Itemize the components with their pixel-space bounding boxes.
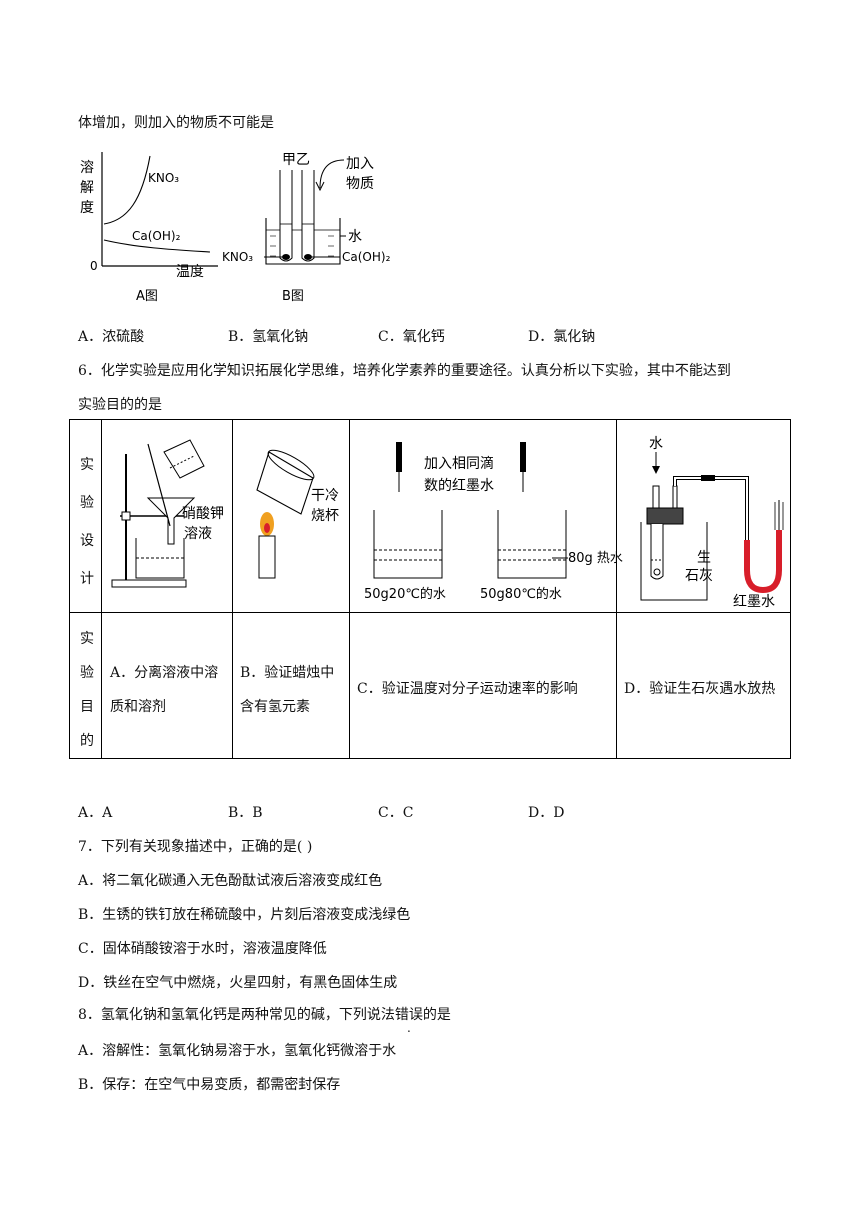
q6-option-c[interactable]: C．C bbox=[378, 805, 414, 821]
y-axis-label-2: 解 bbox=[80, 180, 94, 196]
purpose-a-line2: 质和溶剂 bbox=[110, 699, 166, 715]
q5-figure-a-solubility-chart: 溶 解 度 0 温度 KNO₃ Ca(OH)₂ A图 bbox=[80, 152, 218, 304]
tube-yi bbox=[301, 170, 315, 262]
design-d-lime-label-1: 生 bbox=[697, 550, 711, 566]
add-substance-arrow bbox=[319, 159, 345, 189]
q6-stem-line2: 实验目的的是 bbox=[78, 397, 162, 413]
x-axis-label: 温度 bbox=[176, 264, 204, 280]
design-b-label-1: 干冷 bbox=[311, 488, 339, 504]
q6-option-b[interactable]: B．B bbox=[228, 805, 263, 821]
q8-stem: 8．氢氧化钠和氢氧化钙是两种常见的碱，下列说法错误的是 bbox=[78, 1004, 451, 1024]
row1-head-2: 验 bbox=[80, 495, 94, 511]
design-a-filtration-diagram: 硝酸钾 溶液 bbox=[111, 439, 224, 588]
figure-b-caption: B图 bbox=[282, 289, 304, 304]
row1-head-1: 实 bbox=[80, 457, 94, 473]
row2-head-1: 实 bbox=[80, 631, 94, 647]
q6-stem-line1: 6．化学实验是应用化学知识拓展化学思维，培养化学素养的重要途径。认真分析以下实验… bbox=[78, 363, 731, 379]
q6-option-a[interactable]: A．A bbox=[78, 805, 113, 821]
q5-option-a[interactable]: A．浓硫酸 bbox=[78, 329, 145, 345]
caoh2-curve bbox=[103, 239, 211, 253]
design-c-diffusion-diagram: 加入相同滴 数的红墨水 80g 热水 50g20℃的水 50g80℃的水 bbox=[364, 442, 623, 602]
caoh2-curve-label: Ca(OH)₂ bbox=[132, 229, 181, 243]
design-b-candle-diagram: 干冷 烧杯 bbox=[256, 449, 339, 579]
q7-option-c[interactable]: C．固体硝酸铵溶于水时，溶液温度降低 bbox=[78, 941, 327, 957]
purpose-b-line1: B．验证蜡烛中 bbox=[240, 665, 335, 681]
design-c-label-2: 数的红墨水 bbox=[424, 478, 494, 494]
purpose-b-line2: 含有氢元素 bbox=[240, 699, 310, 715]
water-label: 水 bbox=[348, 229, 362, 245]
kno3-curve-label: KNO₃ bbox=[148, 171, 179, 185]
tube-jia bbox=[279, 170, 293, 262]
kno3-curve bbox=[103, 155, 151, 225]
q6-option-d[interactable]: D．D bbox=[528, 805, 565, 821]
q5-option-c[interactable]: C．氧化钙 bbox=[378, 329, 445, 345]
design-d-quicklime-diagram: 水 生 石灰 红墨水 bbox=[640, 436, 784, 610]
design-d-lime-label-2: 石灰 bbox=[685, 568, 713, 584]
design-b-label-2: 烧杯 bbox=[311, 508, 339, 524]
design-c-left-beaker-label: 50g20℃的水 bbox=[364, 586, 446, 602]
design-d-ink-label: 红墨水 bbox=[733, 594, 775, 610]
purpose-d: D．验证生石灰遇水放热 bbox=[624, 681, 776, 697]
tube-labels: 甲乙 bbox=[282, 152, 310, 168]
q5-stem-tail: 体增加，则加入的物质不可能是 bbox=[78, 115, 274, 131]
purpose-a: A．分离溶液中溶 质和溶剂 bbox=[110, 656, 218, 724]
row2-head-2: 验 bbox=[80, 665, 94, 681]
q8-stem-pre: 8．氢氧化钠和氢氧化钙是两种常见的碱，下列说法 bbox=[78, 1007, 395, 1023]
caoh2-label: Ca(OH)₂ bbox=[342, 250, 391, 264]
q8-option-a[interactable]: A．溶解性：氢氧化钠易溶于水，氢氧化钙微溶于水 bbox=[78, 1043, 397, 1059]
q8-stem-post: 的是 bbox=[422, 1007, 451, 1023]
design-a-label-2: 溶液 bbox=[184, 526, 212, 542]
design-c-right-beaker-label: 50g80℃的水 bbox=[480, 586, 562, 602]
q7-option-a[interactable]: A．将二氧化碳通入无色酚酞试液后溶液变成红色 bbox=[78, 873, 383, 889]
origin-label: 0 bbox=[90, 259, 98, 273]
row2-head-4: 的 bbox=[80, 733, 94, 749]
add-substance-label-2: 物质 bbox=[346, 176, 374, 192]
row1-head-4: 计 bbox=[80, 571, 94, 587]
q7-option-b[interactable]: B．生锈的铁钉放在稀硫酸中，片刻后溶液变成浅绿色 bbox=[78, 907, 411, 923]
q7-stem: 7．下列有关现象描述中，正确的是( ) bbox=[78, 839, 313, 855]
caoh2-solid bbox=[304, 254, 312, 260]
design-a-label-1: 硝酸钾 bbox=[182, 506, 224, 522]
y-axis-label-3: 度 bbox=[80, 200, 94, 216]
design-d-water-label: 水 bbox=[649, 436, 663, 452]
u-tube-red-ink bbox=[744, 530, 782, 594]
q5-option-d[interactable]: D．氯化钠 bbox=[528, 329, 596, 345]
kno3-label: KNO₃ bbox=[222, 250, 253, 264]
purpose-c: C．验证温度对分子运动速率的影响 bbox=[357, 681, 578, 697]
figure-a-caption: A图 bbox=[136, 289, 158, 304]
q8-option-b[interactable]: B．保存：在空气中易变质，都需密封保存 bbox=[78, 1077, 341, 1093]
row2-head-3: 目 bbox=[80, 699, 94, 715]
purpose-a-line1: A．分离溶液中溶 bbox=[110, 665, 219, 681]
design-c-hot-water-label: 80g 热水 bbox=[568, 551, 623, 566]
q7-option-d[interactable]: D．铁丝在空气中燃烧，火星四射，有黑色固体生成 bbox=[78, 975, 398, 991]
purpose-b: B．验证蜡烛中 含有氢元素 bbox=[240, 656, 334, 724]
beaker-outline bbox=[265, 218, 341, 265]
row1-head-3: 设 bbox=[80, 533, 94, 549]
q8-stem-emphasis: 错误 bbox=[395, 1007, 423, 1023]
y-axis-label-1: 溶 bbox=[80, 160, 94, 176]
q6-experiment-table: 实 验 设 计 实 验 目 的 硝酸钾 溶液 干冷 烧杯 加入相同滴 数的红墨 bbox=[69, 419, 791, 759]
design-c-label-1: 加入相同滴 bbox=[424, 455, 494, 472]
kno3-solid bbox=[282, 254, 290, 260]
q5-figure-b-beaker: 甲乙 加入 物质 水 KNO₃ Ca(OH)₂ B图 bbox=[222, 152, 391, 304]
add-substance-label-1: 加入 bbox=[346, 156, 374, 172]
q5-option-b[interactable]: B．氢氧化钠 bbox=[228, 329, 309, 345]
